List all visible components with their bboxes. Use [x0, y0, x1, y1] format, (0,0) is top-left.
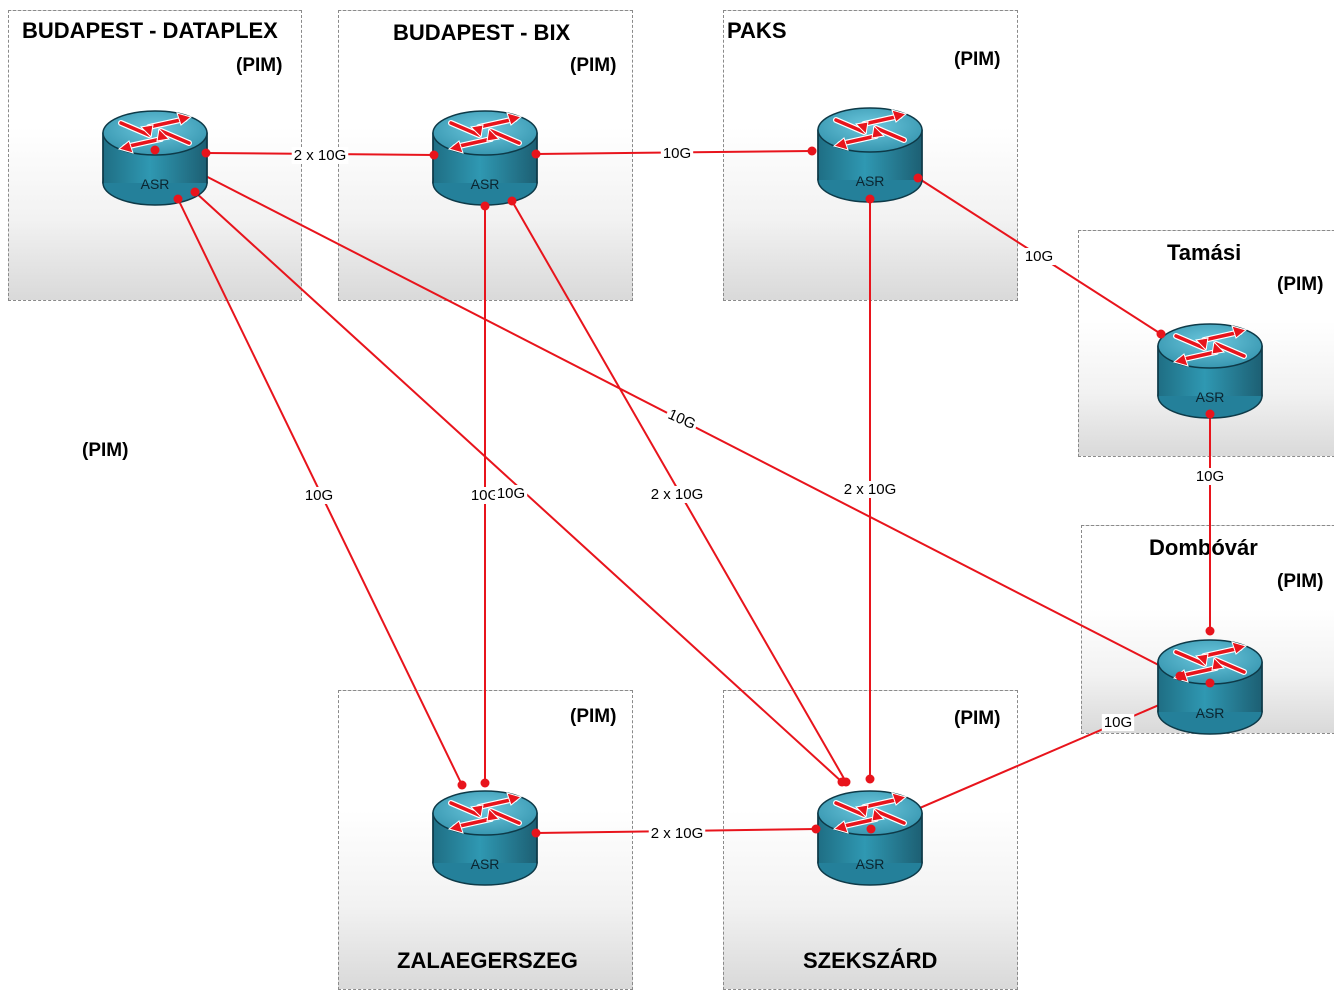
router-bix[interactable]: ASR: [433, 111, 537, 205]
site-title-bix: BUDAPEST - BIX: [393, 20, 571, 45]
link-label-group: 2 x 10G: [841, 481, 899, 498]
link-label-background: [648, 825, 706, 842]
router-label-paks: ASR: [856, 173, 885, 189]
router-szekszard[interactable]: ASR: [818, 791, 922, 885]
pim-label-bix: (PIM): [570, 55, 617, 76]
site-title-dombovar: Dombóvár: [1149, 535, 1258, 560]
site-title-szekszard: SZEKSZÁRD: [803, 948, 938, 973]
pim-label-dataplex: (PIM): [236, 55, 283, 76]
link-label-background: [1022, 248, 1056, 265]
link-endpoint-to: [480, 778, 490, 788]
router-label-bix: ASR: [471, 176, 500, 192]
link-label-background: [841, 481, 899, 498]
router-label-zalaegerszeg: ASR: [471, 856, 500, 872]
link-endpoint-to: [807, 146, 817, 156]
link-label-group: 10G: [1101, 714, 1135, 731]
router-zalaegerszeg[interactable]: ASR: [433, 791, 537, 885]
pim-label-zalaegerszeg: (PIM): [570, 706, 617, 727]
link-label-szekszard-dombovar: 10G: [1104, 714, 1132, 731]
link-endpoint-from: [480, 201, 490, 211]
link-label-background: [660, 145, 694, 162]
router-label-szekszard: ASR: [856, 856, 885, 872]
link-endpoint-from: [531, 149, 541, 159]
link-endpoint-from: [866, 824, 876, 834]
link-label-background: [468, 487, 502, 504]
routers-layer: ASR ASR ASR ASR ASR ASR ASR: [103, 108, 1262, 885]
link-endpoint-from: [150, 145, 160, 155]
link-label-group: 10G: [494, 485, 528, 502]
site-title-zalaegerszeg: ZALAEGERSZEG: [397, 948, 578, 973]
link-label-group: 10G: [468, 487, 502, 504]
router-dataplex[interactable]: ASR: [103, 111, 207, 205]
router-paks[interactable]: ASR: [818, 108, 922, 202]
link-label-paks-szekszard: 2 x 10G: [844, 481, 897, 498]
link-label-tamasi-dombovar: 10G: [1196, 468, 1224, 485]
link-label-background: [302, 487, 336, 504]
pim-label-dombovar: (PIM): [1277, 571, 1324, 592]
link-label-background: [663, 405, 701, 434]
pim-label-paks: (PIM): [954, 49, 1001, 70]
link-endpoint-to: [1156, 329, 1166, 339]
link-endpoint-to: [811, 824, 821, 834]
link-label-background: [1101, 714, 1135, 731]
router-dombovar[interactable]: ASR: [1158, 640, 1262, 734]
site-title-paks: PAKS: [727, 18, 787, 43]
link-label-group: 2 x 10G: [291, 147, 349, 164]
link-label-background: [291, 147, 349, 164]
link-szekszard-dombovar: [870, 682, 1211, 830]
link-endpoint-from: [507, 196, 517, 206]
link-label-group: 10G: [1193, 468, 1227, 485]
link-endpoint-from: [190, 187, 200, 197]
link-endpoint-from: [173, 194, 183, 204]
link-label-bix-paks: 10G: [663, 145, 691, 162]
link-endpoint-from: [865, 194, 875, 204]
link-label-dataplex-zalaegerszeg: 10G: [305, 487, 333, 504]
link-label-group: 10G: [1022, 248, 1056, 265]
pim-label-floating: (PIM): [82, 440, 129, 461]
link-label-bix-szekszard: 2 x 10G: [651, 486, 704, 503]
link-endpoint-to: [841, 777, 851, 787]
link-endpoint-to: [457, 780, 467, 790]
router-label-tamasi: ASR: [1196, 389, 1225, 405]
link-endpoint-to: [1175, 671, 1185, 681]
router-tamasi[interactable]: ASR: [1158, 324, 1262, 418]
link-label-bix-zalaegerszeg: 10G: [471, 487, 499, 504]
link-label-background: [494, 485, 528, 502]
site-title-tamasi: Tamási: [1167, 240, 1242, 265]
link-label-group: 2 x 10G: [648, 486, 706, 503]
link-endpoint-to: [429, 150, 439, 160]
pim-label-tamasi: (PIM): [1277, 274, 1324, 295]
pim-label-szekszard: (PIM): [954, 708, 1001, 729]
link-label-background: [648, 486, 706, 503]
link-label-dataplex-bix: 2 x 10G: [294, 147, 347, 164]
link-label-group: 2 x 10G: [648, 825, 706, 842]
link-endpoint-from: [201, 148, 211, 158]
link-label-paks-tamasi: 10G: [1025, 248, 1053, 265]
link-endpoint-from: [913, 173, 923, 183]
link-endpoint-to: [1205, 678, 1215, 688]
link-endpoint-to: [865, 774, 875, 784]
link-label-background: [1193, 468, 1227, 485]
link-endpoint-from: [1205, 409, 1215, 419]
link-label-group: 10G: [660, 145, 694, 162]
link-label-zalaegerszeg-szekszard: 2 x 10G: [651, 825, 704, 842]
link-label-dataplex-szekszard: 10G: [497, 485, 525, 502]
router-label-dombovar: ASR: [1196, 705, 1225, 721]
link-label-group: 10G: [663, 405, 701, 434]
router-label-dataplex: ASR: [141, 176, 170, 192]
link-endpoint-to: [1205, 626, 1215, 636]
link-endpoint-from: [531, 828, 541, 838]
link-label-group: 10G: [302, 487, 336, 504]
site-title-dataplex: BUDAPEST - DATAPLEX: [22, 18, 278, 43]
